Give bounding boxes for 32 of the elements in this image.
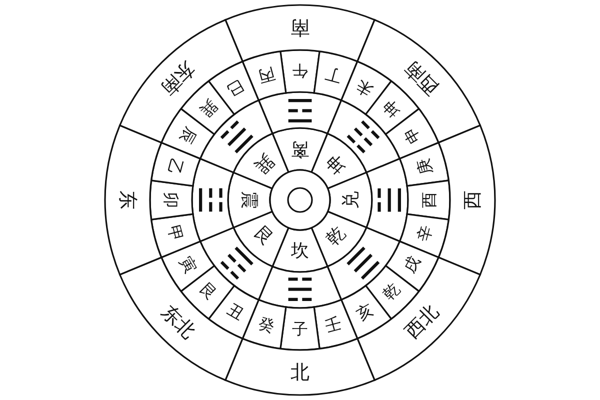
mountain-label: 壬 [323,313,344,336]
mountain-label: 辛 [413,223,436,244]
mountain-label: 寅 [176,252,200,276]
mountain-label: 巳 [224,76,248,100]
direction-label: 南 [290,16,310,38]
direction-label: 东 [116,190,138,210]
mountain-label: 卯 [162,192,180,208]
trigram-name: 震 [238,191,260,209]
trigram-symbol: ☳ [191,186,229,214]
trigram-symbol: ☱ [371,186,409,214]
mountain-label: 乙 [164,156,187,177]
mountain-label: 癸 [256,313,277,336]
direction-label: 北 [290,362,310,384]
mountain-label: 酉 [420,192,438,208]
mountain-label: 庚 [413,156,436,177]
trigram-name: 坎 [291,240,309,262]
mountain-label: 未 [352,76,376,100]
mountain-label: 午 [292,62,308,80]
trigram-name: 离 [291,138,309,160]
trigram-name: 兑 [340,191,362,209]
mountain-label: 丑 [224,300,248,324]
mountain-label: 亥 [352,300,376,324]
mountain-label: 辰 [176,124,200,148]
trigram-symbol: ☲ [286,91,314,129]
trigram-symbol: ☵ [286,271,314,309]
mountain-label: 戌 [400,252,424,276]
mountain-label: 丁 [323,64,344,87]
mountain-label: 甲 [164,223,187,244]
direction-label: 西 [462,190,484,210]
mountain-label: 丙 [256,64,277,87]
mountain-label: 申 [400,124,424,148]
mountain-label: 子 [292,320,308,338]
